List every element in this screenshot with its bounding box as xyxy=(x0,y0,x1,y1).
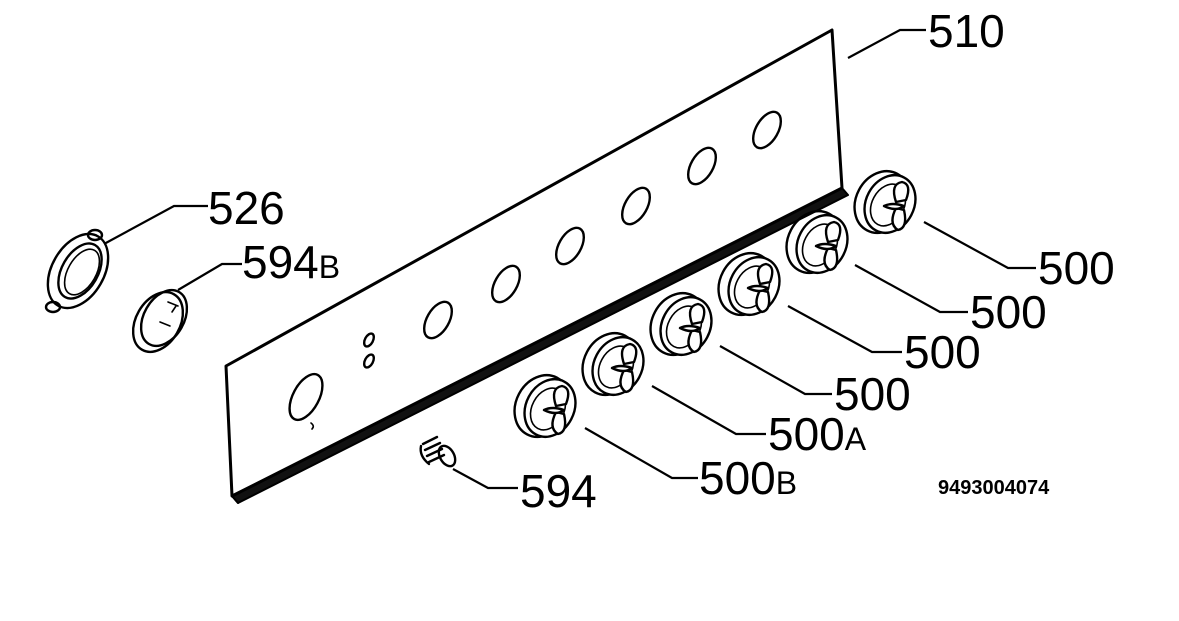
leader-screw xyxy=(452,468,518,490)
callout-panel: 510 xyxy=(928,5,1005,57)
leader-knob-4 xyxy=(787,305,902,354)
leader-lines xyxy=(103,28,1036,490)
callout-ring: 526 xyxy=(208,182,285,234)
knob-grip-lobe xyxy=(891,206,907,232)
knob-1 xyxy=(513,374,577,438)
callout-cap: 594B xyxy=(242,236,340,288)
panel-hole-knob xyxy=(554,226,586,266)
knob-grip-lobe xyxy=(551,410,567,436)
callout-screw: 594 xyxy=(520,465,597,517)
leader-ring xyxy=(103,204,208,245)
knob-grip-stem xyxy=(610,364,634,373)
leader-knob-6 xyxy=(923,221,1036,270)
knob-grip-stem xyxy=(746,284,770,293)
callout-knob-1: 500B xyxy=(699,452,797,504)
knob-grip-stem xyxy=(678,324,702,333)
callout-knob-6: 500 xyxy=(1038,242,1115,294)
knob-grip-lobe xyxy=(619,368,635,394)
panel-hole-small xyxy=(362,332,376,348)
leader-knob-1 xyxy=(584,427,698,480)
panel-face xyxy=(224,28,844,498)
panel-hole-knob xyxy=(751,110,783,150)
panel-hole-small xyxy=(362,353,376,369)
knob-grip-lobe xyxy=(688,302,706,326)
knob-grip-stem xyxy=(882,202,906,211)
knob-grip-stem xyxy=(814,242,838,251)
leader-cap xyxy=(177,262,242,291)
knobs xyxy=(513,170,917,438)
knob-3 xyxy=(649,292,713,356)
callout-knob-3: 500 xyxy=(834,368,911,420)
panel-hole-knob xyxy=(490,264,522,304)
knob-grip-lobe xyxy=(755,288,771,314)
control-panel xyxy=(224,28,849,504)
knob-6 xyxy=(853,170,917,234)
knob-grip-lobe xyxy=(552,384,570,408)
bezel-ring xyxy=(44,228,110,314)
leader-panel xyxy=(847,28,926,59)
callout-knob-4: 500 xyxy=(904,326,981,378)
knob-grip-lobe xyxy=(620,342,638,366)
panel-mark xyxy=(310,422,315,430)
leader-knob-5 xyxy=(854,264,968,314)
callout-knob-5: 500 xyxy=(970,286,1047,338)
panel-hole-knob xyxy=(422,300,454,340)
knob-cap xyxy=(131,288,189,354)
knob-5 xyxy=(785,210,849,274)
leader-knob-3 xyxy=(719,345,832,396)
knob-grip-lobe xyxy=(892,180,910,204)
knob-4 xyxy=(717,252,781,316)
leader-knob-2 xyxy=(651,385,766,436)
knob-2 xyxy=(581,332,645,396)
knob-grip-lobe xyxy=(824,220,842,244)
panel-hole-knob xyxy=(620,186,652,226)
panel-hole-knob xyxy=(686,146,718,186)
callout-labels: 510 526 594B 594 500B 500A 500 500 500 5… xyxy=(208,5,1115,517)
knob-grip-lobe xyxy=(823,246,839,272)
knob-grip-lobe xyxy=(756,262,774,286)
callout-knob-2: 500A xyxy=(768,408,867,460)
panel-hole-large xyxy=(288,372,324,422)
screw xyxy=(419,435,457,468)
document-code: 9493004074 xyxy=(938,477,1050,499)
knob-grip-lobe xyxy=(687,328,703,354)
knob-grip-stem xyxy=(542,406,566,415)
